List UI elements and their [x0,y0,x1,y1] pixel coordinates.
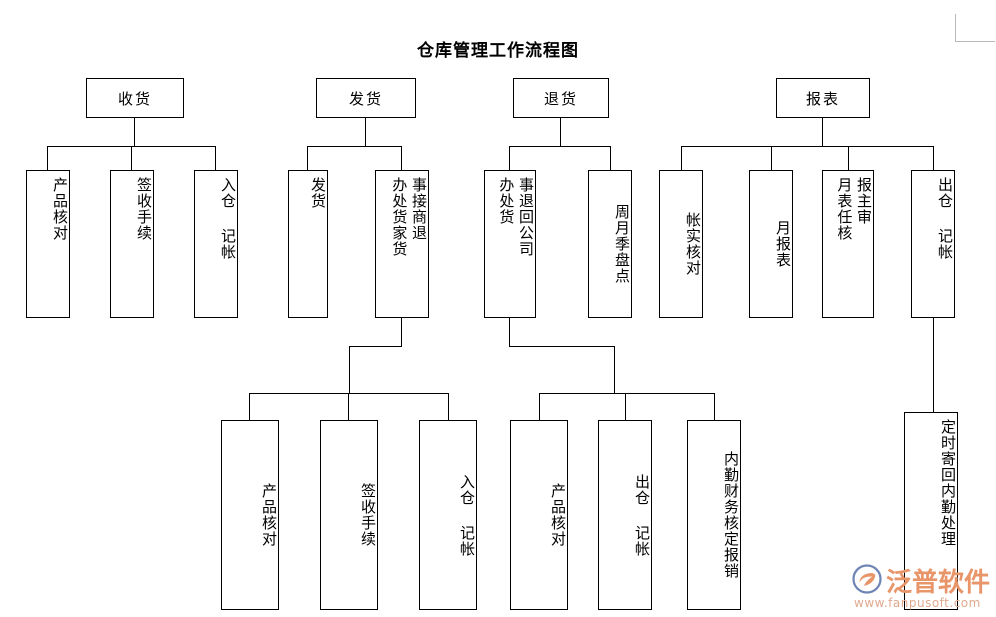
connector-drop-dsjh [933,318,934,412]
connector-bus-baobiao [681,146,933,147]
node-tuihui-gongsi[interactable]: 事退回公司 办处货 [484,170,536,318]
node-label: 月报表 [774,220,792,268]
node-label: 报表 [805,89,840,108]
connector-drop-fahuo-2 [307,146,308,170]
node-label: 退货 [543,89,578,108]
connector-bus-group-b [539,393,715,394]
node-rucang-jizhang-1[interactable]: 入仓 记帐 [194,170,238,318]
node-dingshi-jihui-neiqin[interactable]: 定时寄回内勤处理 [904,412,958,610]
node-qianshou-shouxu-2[interactable]: 签收手续 [320,420,378,610]
connector-elbow-jieshang [349,346,402,347]
node-chucang-jizhang-1[interactable]: 出仓 记帐 [911,170,955,318]
connector-stem-tuihuo [560,118,561,146]
connector-drop-zshd [681,146,682,170]
node-label: 签收手续 [359,483,377,547]
connector-stem-tuihuigs-down [509,318,510,346]
node-shouhuo[interactable]: 收货 [86,78,184,118]
connector-drop-qssx-2 [348,393,349,420]
node-jieshangjia-tuihuo[interactable]: 事接商退 办处货家货 [375,170,429,318]
node-neiqin-caiwu-baoxiao[interactable]: 内勤财务核定报销 [687,420,741,610]
connector-drop-rcjz-2 [448,393,449,420]
connector-drop-ccjz-1 [933,146,934,170]
node-label-col-1: 事接商退 [410,177,428,241]
node-label: 发货 [309,177,327,209]
node-label: 发货 [348,89,383,108]
node-chanpin-hedui-1[interactable]: 产品核对 [26,170,70,318]
node-yue-baobiao[interactable]: 月报表 [749,170,793,318]
connector-drop-zypd [610,146,611,170]
node-label-col-2: 办处货 [497,177,516,225]
node-zhouyueji-pandian[interactable]: 周月季盘点 [588,170,632,318]
connector-drop-ybb [771,146,772,170]
node-label-col-1: 事退回公司 [517,177,535,257]
node-label: 收货 [117,89,152,108]
connector-drop-cpdh-3 [539,393,540,420]
connector-stem-jieshang-down [401,318,402,346]
fanpu-logo-icon [852,564,882,594]
node-label: 入仓 记帐 [458,473,476,557]
connector-drop-nqcw [714,393,715,420]
page-title: 仓库管理工作流程图 [417,41,579,61]
connector-drop-tuihuigs [509,146,510,170]
connector-drop-qssx-1 [131,146,132,170]
connector-stem-baobiao [822,118,823,146]
connector-drop-cpdh-1 [47,146,48,170]
node-label: 定时寄回内勤处理 [939,419,957,547]
node-baobiao[interactable]: 报表 [776,78,870,118]
node-baozhu-shenhe[interactable]: 报主审 月表任核 [822,170,874,318]
node-fahuo-2[interactable]: 发货 [288,170,328,318]
connector-riser-tuihuigs [614,346,615,393]
connector-drop-ccjz-2 [625,393,626,420]
node-qianshou-shouxu-1[interactable]: 签收手续 [110,170,154,318]
node-rucang-jizhang-2[interactable]: 入仓 记帐 [419,420,477,610]
connector-bus-fahuo [307,146,402,147]
node-label-col-2: 办处货家货 [390,177,409,257]
connector-drop-jieshang [401,146,402,170]
connector-drop-cpdh-2 [249,393,250,420]
connector-stem-shouhuo [134,118,135,146]
node-label: 内勤财务核定报销 [722,451,740,579]
page-corner-mark [955,14,995,42]
node-label: 产品核对 [549,483,567,547]
connector-stem-fahuo [365,118,366,146]
node-label: 入仓 记帐 [219,177,237,260]
connector-bus-tuihuo [509,146,610,147]
node-label: 帐实核对 [684,212,702,276]
node-chanpin-hedui-3[interactable]: 产品核对 [510,420,568,610]
node-label: 周月季盘点 [613,204,631,284]
node-label: 产品核对 [51,177,69,241]
node-label: 出仓 记帐 [633,473,651,557]
node-label: 产品核对 [260,483,278,547]
connector-drop-rcjz-1 [215,146,216,170]
node-label: 出仓 记帐 [936,177,954,260]
node-tuihuo[interactable]: 退货 [513,78,609,118]
node-fahuo[interactable]: 发货 [316,78,416,118]
node-chanpin-hedui-2[interactable]: 产品核对 [221,420,279,610]
node-chucang-jizhang-2[interactable]: 出仓 记帐 [598,420,652,610]
connector-drop-bzshyb [848,146,849,170]
connector-bus-group-a [249,393,449,394]
connector-elbow-tuihuigs [509,346,614,347]
node-label-col-2: 月表任核 [835,177,854,241]
node-label-col-1: 报主审 [855,177,873,225]
node-label: 签收手续 [135,177,153,241]
node-zhangshi-hedui[interactable]: 帐实核对 [659,170,703,318]
connector-riser-jieshang [349,346,350,393]
